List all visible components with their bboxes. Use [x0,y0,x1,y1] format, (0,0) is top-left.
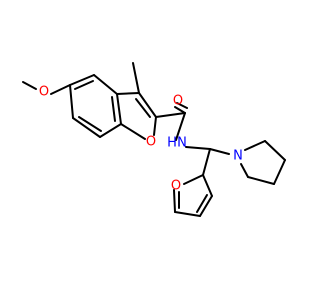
methyl-o-bond [22,81,37,90]
molecule-structure: O O O N H O N [22,62,286,217]
furyl-oxygen-label: O [171,179,181,194]
o-aryl-bond [50,84,71,95]
amide-nitrogen-label: N [177,136,187,151]
carbonyl-oxygen-label: O [173,94,183,109]
methoxy-oxygen-label: O [39,85,49,100]
c3-methyl-bond [132,62,140,94]
pyrrolidine-nitrogen-label: N [233,149,243,164]
ethyl-linker [185,146,230,176]
benzene-ring [69,74,122,138]
amide-hydrogen-label: H [167,136,177,151]
furan-oxygen-label: O [146,135,156,150]
benzofuran-furan-ring [116,92,157,140]
pyrrolidine-ring [240,140,286,185]
furyl-ring [173,174,213,217]
amide-group [155,102,188,141]
methoxy-group [22,81,71,95]
